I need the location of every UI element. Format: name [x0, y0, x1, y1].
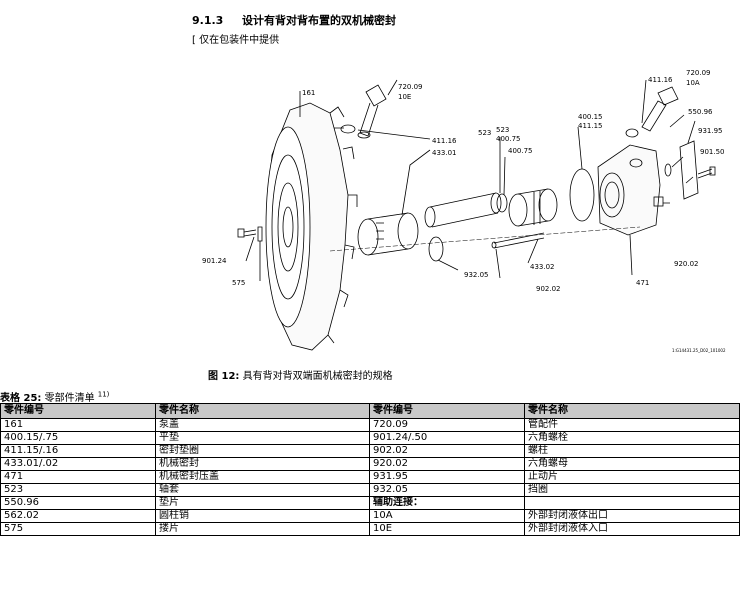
- table-cell: 垫片: [155, 496, 370, 510]
- label-902-02: 902.02: [536, 285, 561, 293]
- label-575: 575: [232, 279, 245, 287]
- label-720-09-10a: 720.09: [686, 69, 711, 77]
- label-471: 471: [636, 279, 649, 287]
- table-row: 411.15/.16 密封垫圈 902.02 螺柱: [0, 444, 740, 458]
- table-cell: 575: [0, 522, 156, 536]
- table-cell: 止动片: [524, 470, 740, 484]
- col-header-part-name-2: 零件名称: [524, 403, 740, 419]
- label-10e: 10E: [398, 93, 411, 101]
- supply-note: [ 仅在包装件中提供: [192, 35, 280, 46]
- table-row: 161 泵盖 720.09 管配件: [0, 418, 740, 432]
- table-cell: 外部封闭液体入口: [524, 522, 740, 536]
- table-cell: 轴套: [155, 483, 370, 497]
- label-433-01: 433.01: [432, 149, 457, 157]
- table-cell: 433.01/.02: [0, 457, 156, 471]
- table-cell: 400.15/.75: [0, 431, 156, 445]
- label-411-16-left: 411.16: [432, 137, 457, 145]
- label-931-95: 931.95: [698, 127, 723, 135]
- table-cell: 机械密封压盖: [155, 470, 370, 484]
- table-cell: 161: [0, 418, 156, 432]
- label-411-16-right: 411.16: [648, 76, 673, 84]
- table-cell: 泵盖: [155, 418, 370, 432]
- table-row: 550.96 垫片 辅助连接：: [0, 496, 740, 510]
- table-caption-text: 零部件清单: [41, 393, 98, 404]
- parts-list-table: 零件编号 零件名称 零件编号 零件名称 161 泵盖 720.09 管配件 40…: [0, 403, 740, 536]
- label-901-50: 901.50: [700, 148, 725, 156]
- label-932-05: 932.05: [464, 271, 489, 279]
- table-row: 523 轴套 932.05 挡圈: [0, 483, 740, 497]
- label-400-15: 400.15: [578, 113, 603, 121]
- table-cell: 管配件: [524, 418, 740, 432]
- table-header-row: 零件编号 零件名称 零件编号 零件名称: [0, 403, 740, 419]
- label-523: 523: [478, 129, 491, 137]
- table-cell: 圆柱销: [155, 509, 370, 523]
- figure-caption-prefix: 图 12:: [208, 371, 240, 382]
- table-cell: 密封垫圈: [155, 444, 370, 458]
- drawing-code: 1:G14431.25_D02_101002: [672, 348, 726, 353]
- table-cell: 932.05: [369, 483, 525, 497]
- label-10a: 10A: [686, 79, 700, 87]
- label-400-75: 400.75: [508, 147, 533, 155]
- table-row: 575 搂片 10E 外部封闭液体入口: [0, 522, 740, 536]
- label-550-96: 550.96: [688, 108, 713, 116]
- figure-caption-text: 具有背对背双端面机械密封的规格: [239, 371, 393, 382]
- table-cell: 902.02: [369, 444, 525, 458]
- table-cell: 六角螺母: [524, 457, 740, 471]
- label-433-02: 433.02: [530, 263, 555, 271]
- table-cell: 机械密封: [155, 457, 370, 471]
- table-cell: 挡圈: [524, 483, 740, 497]
- section-title: 设计有背对背布置的双机械密封: [242, 14, 396, 27]
- table-cell: 411.15/.16: [0, 444, 156, 458]
- table-cell: 10E: [369, 522, 525, 536]
- table-row: 471 机械密封压盖 931.95 止动片: [0, 470, 740, 484]
- label-523-bracket: 523: [496, 126, 509, 134]
- table-caption: 表格 25: 零部件清单 11): [0, 389, 109, 404]
- label-901-24: 901.24: [202, 257, 227, 265]
- figure-caption: 图 12: 具有背对背双端面机械密封的规格: [208, 367, 393, 382]
- table-cell: 550.96: [0, 496, 156, 510]
- col-header-part-name: 零件名称: [155, 403, 370, 419]
- table-cell: 螺柱: [524, 444, 740, 458]
- table-cell: 10A: [369, 509, 525, 523]
- table-cell: 471: [0, 470, 156, 484]
- table-cell: 外部封闭液体出口: [524, 509, 740, 523]
- exploded-view-figure: 161 720.09 10E 411.16 433.01 523 523 400…: [180, 55, 740, 363]
- table-caption-footnote: 11): [97, 390, 110, 399]
- table-cell: 523: [0, 483, 156, 497]
- exploded-view-drawing: 161 720.09 10E 411.16 433.01 523 523 400…: [202, 69, 726, 353]
- section-heading: 9.1.3 设计有背对背布置的双机械密封: [192, 12, 396, 28]
- table-cell: 六角螺栓: [524, 431, 740, 445]
- label-411-15: 411.15: [578, 122, 603, 130]
- table-row: 562.02 圆柱销 10A 外部封闭液体出口: [0, 509, 740, 523]
- label-161: 161: [302, 89, 315, 97]
- table-caption-prefix: 表格 25:: [0, 393, 42, 404]
- table-cell-subheading: 辅助连接：: [369, 496, 525, 510]
- table-cell: 920.02: [369, 457, 525, 471]
- col-header-part-no-2: 零件编号: [369, 403, 525, 419]
- table-cell: 平垫: [155, 431, 370, 445]
- table-cell: 901.24/.50: [369, 431, 525, 445]
- table-cell: 720.09: [369, 418, 525, 432]
- table-cell: [524, 496, 740, 510]
- label-720-09-10e: 720.09: [398, 83, 423, 91]
- table-cell: 562.02: [0, 509, 156, 523]
- table-cell: 搂片: [155, 522, 370, 536]
- table-cell: 931.95: [369, 470, 525, 484]
- section-number: 9.1.3: [192, 14, 224, 27]
- table-row: 400.15/.75 平垫 901.24/.50 六角螺栓: [0, 431, 740, 445]
- table-row: 433.01/.02 机械密封 920.02 六角螺母: [0, 457, 740, 471]
- col-header-part-no: 零件编号: [0, 403, 156, 419]
- label-920-02: 920.02: [674, 260, 699, 268]
- label-400-75-bracket: 400.75: [496, 135, 521, 143]
